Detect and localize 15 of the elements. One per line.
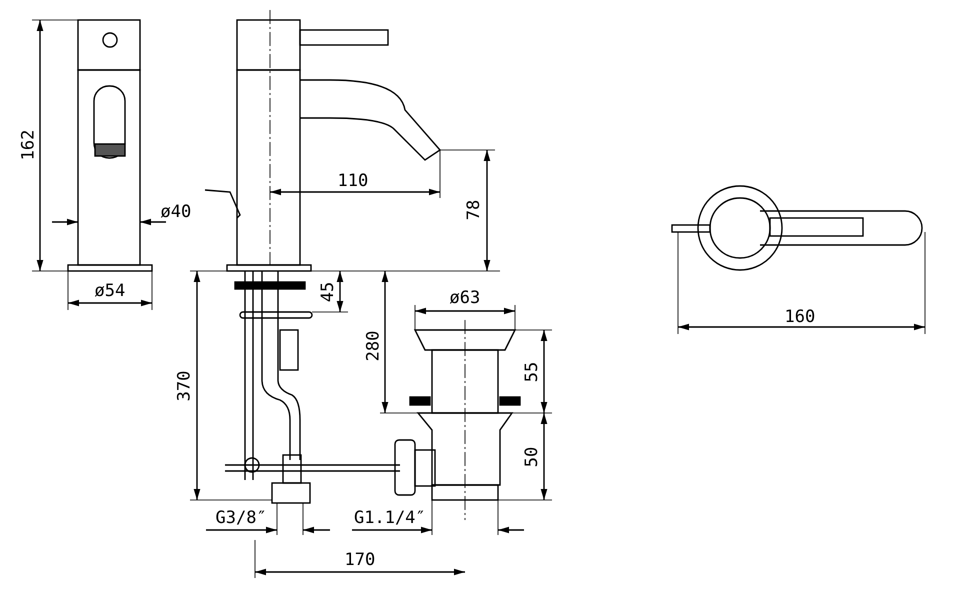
dimension-label: 162 [18,130,37,160]
dimension-label: 280 [364,330,382,362]
dimension-label: 370 [174,370,193,402]
dimension-label: 55 [523,362,542,382]
dimension-label: G1.1/4″ [354,509,426,527]
dimension-label: G3/8″ [216,509,267,527]
dimension-label: 170 [344,551,376,569]
dimension-label: 78 [465,200,484,220]
dimension-label: 50 [523,446,542,468]
dimension-label: 110 [338,172,368,190]
dimension-label: 45 [319,282,338,302]
dimension-label: ø40 [160,203,192,221]
dimension-label: ø54 [94,282,126,300]
dimension-label: 160 [784,308,816,326]
dimension-label: ø63 [450,289,480,307]
